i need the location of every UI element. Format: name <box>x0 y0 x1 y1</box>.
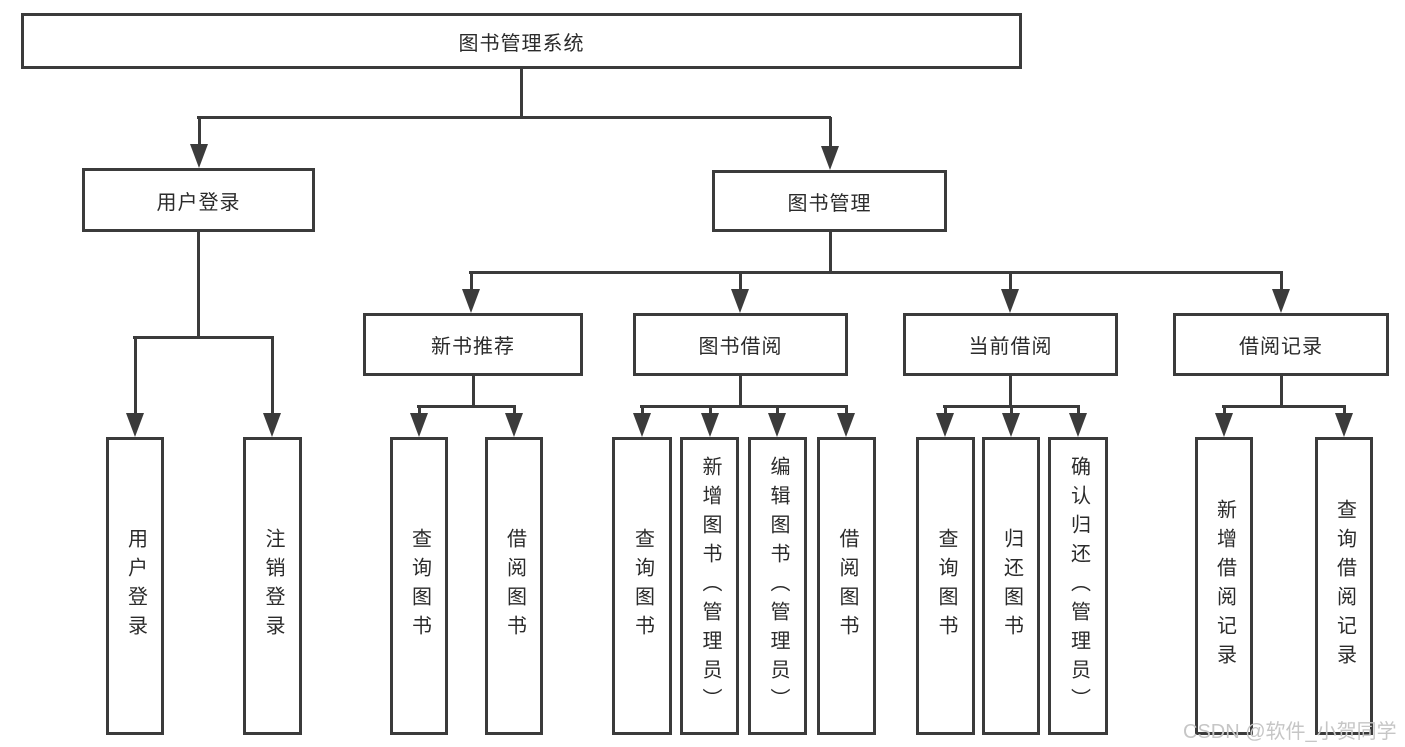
node-new-book-recommend: 新书推荐 <box>363 313 583 376</box>
leaf-query-books-1: 查询图书 <box>390 437 448 735</box>
arrow-shaft <box>776 406 779 417</box>
arrow-shaft <box>1343 406 1346 417</box>
arrow-shaft <box>641 406 644 417</box>
arrow-down-icon <box>1272 289 1290 313</box>
arrow-down-icon <box>1335 413 1353 437</box>
node-label: 借阅记录 <box>1239 336 1323 358</box>
leaf-query-books-3: 查询图书 <box>916 437 975 735</box>
connector-user-login-rail <box>133 336 274 339</box>
connector-user-login-trunk <box>197 232 200 337</box>
node-label: 图书借阅 <box>698 336 783 358</box>
arrow-shaft <box>1077 406 1080 417</box>
arrow-shaft <box>134 337 137 417</box>
leaf-user-login: 用户登录 <box>106 437 164 735</box>
leaf-add-books-admin: 新增图书（管理员） <box>680 437 739 735</box>
leaf-edit-books-admin: 编辑图书（管理员） <box>748 437 807 735</box>
leaf-return-books: 归还图书 <box>982 437 1040 735</box>
connector-level3-rail <box>469 271 1283 274</box>
arrow-shaft <box>1280 272 1283 293</box>
arrow-shaft <box>513 406 516 417</box>
leaf-add-borrow-record: 新增借阅记录 <box>1195 437 1253 735</box>
arrow-shaft <box>1223 406 1226 417</box>
leaf-logout: 注销登录 <box>243 437 302 735</box>
arrow-down-icon <box>1069 413 1087 437</box>
arrow-down-icon <box>126 413 144 437</box>
leaf-label: 新增借阅记录 <box>1213 499 1236 673</box>
arrow-down-icon <box>1215 413 1233 437</box>
leaf-confirm-return-admin: 确认归还（管理员） <box>1048 437 1108 735</box>
leaf-label: 新增图书（管理员） <box>699 455 721 717</box>
leaf-borrow-books-1: 借阅图书 <box>485 437 543 735</box>
arrow-down-icon <box>410 413 428 437</box>
connector-borrow-record-rail <box>1222 405 1346 408</box>
node-library-management-system: 图书管理系统 <box>21 13 1022 69</box>
arrow-down-icon <box>1001 289 1019 313</box>
node-borrow-record: 借阅记录 <box>1173 313 1389 376</box>
arrow-shaft <box>1010 406 1013 417</box>
arrow-shaft <box>944 406 947 417</box>
node-current-borrow: 当前借阅 <box>903 313 1118 376</box>
arrow-shaft <box>709 406 712 417</box>
arrow-down-icon <box>768 413 786 437</box>
node-book-management: 图书管理 <box>712 170 947 232</box>
arrow-down-icon <box>837 413 855 437</box>
node-label: 用户登录 <box>156 191 241 214</box>
arrow-down-icon <box>505 413 523 437</box>
arrow-shaft <box>829 117 832 150</box>
arrow-shaft <box>470 272 473 293</box>
arrow-down-icon <box>190 144 208 168</box>
connector-root-trunk <box>520 69 523 117</box>
arrow-down-icon <box>731 289 749 313</box>
node-label: 当前借阅 <box>968 336 1053 358</box>
leaf-borrow-books-2: 借阅图书 <box>817 437 876 735</box>
node-label: 图书管理 <box>787 192 872 215</box>
node-user-login: 用户登录 <box>82 168 315 232</box>
arrow-shaft <box>198 117 201 148</box>
arrow-shaft <box>1009 272 1012 293</box>
arrow-down-icon <box>633 413 651 437</box>
connector-book-borrow-trunk <box>739 376 742 406</box>
arrow-down-icon <box>821 146 839 170</box>
leaf-label: 确认归还（管理员） <box>1067 455 1090 717</box>
connector-new-book-trunk <box>472 375 475 406</box>
leaf-label: 注销登录 <box>262 528 284 644</box>
node-book-borrow: 图书借阅 <box>633 313 848 376</box>
connector-borrow-record-trunk <box>1280 375 1283 406</box>
arrow-down-icon <box>263 413 281 437</box>
arrow-shaft <box>845 406 848 417</box>
leaf-label: 归还图书 <box>1000 528 1023 644</box>
leaf-label: 用户登录 <box>124 528 147 644</box>
leaf-label: 查询图书 <box>935 528 957 644</box>
leaf-query-borrow-record: 查询借阅记录 <box>1315 437 1373 735</box>
arrow-down-icon <box>1002 413 1020 437</box>
connector-new-book-rail <box>417 405 516 408</box>
leaf-label: 查询借阅记录 <box>1333 499 1356 673</box>
leaf-label: 借阅图书 <box>503 528 526 644</box>
leaf-query-books-2: 查询图书 <box>612 437 672 735</box>
connector-level2-rail <box>197 116 831 119</box>
leaf-label: 编辑图书（管理员） <box>767 455 789 717</box>
arrow-down-icon <box>701 413 719 437</box>
node-label: 图书管理系统 <box>458 32 585 55</box>
arrow-shaft <box>271 337 274 417</box>
connector-book-borrow-rail <box>640 405 848 408</box>
leaf-label: 查询图书 <box>631 528 654 644</box>
arrow-shaft <box>418 406 421 417</box>
csdn-watermark: CSDN @软件_小贺同学 <box>1183 721 1397 743</box>
connector-book-management-trunk <box>829 232 832 272</box>
arrow-down-icon <box>462 289 480 313</box>
connector-current-borrow-trunk <box>1009 376 1012 406</box>
arrow-down-icon <box>936 413 954 437</box>
leaf-label: 查询图书 <box>408 528 431 644</box>
arrow-shaft <box>739 272 742 293</box>
node-label: 新书推荐 <box>431 336 515 358</box>
leaf-label: 借阅图书 <box>836 528 858 644</box>
